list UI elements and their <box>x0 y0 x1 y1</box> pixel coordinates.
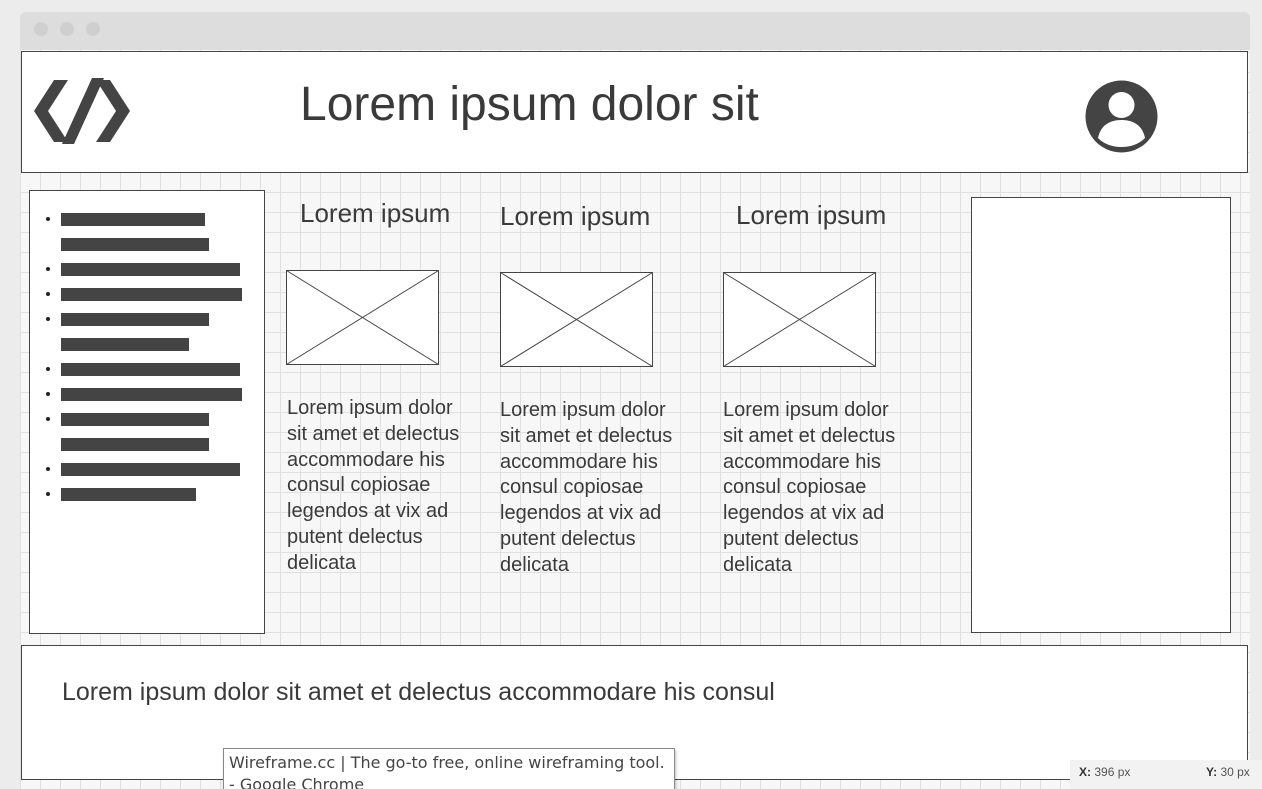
window-title-tooltip: Wireframe.cc | The go-to free, online wi… <box>223 748 675 789</box>
card-3-text: Lorem ipsum dolor sit amet et delectus a… <box>723 399 896 576</box>
text-placeholder-bar <box>61 313 209 326</box>
text-placeholder-bar <box>61 463 240 476</box>
text-placeholder-bar <box>61 413 209 426</box>
window-close-dot[interactable] <box>34 22 48 36</box>
card-2-text: Lorem ipsum dolor sit amet et delectus a… <box>500 399 673 576</box>
card-2-title: Lorem ipsum <box>500 201 651 231</box>
text-placeholder-bar <box>61 488 196 501</box>
bullet-icon <box>46 392 50 396</box>
window-maximize-dot[interactable] <box>86 22 100 36</box>
window-minimize-dot[interactable] <box>60 22 74 36</box>
card-2-image-placeholder <box>500 272 653 367</box>
x-value: 396 px <box>1094 765 1131 779</box>
text-placeholder-bar <box>61 288 242 301</box>
coordinate-bar <box>1070 760 1262 789</box>
bullet-icon <box>46 467 50 471</box>
y-label: Y: <box>1206 765 1218 779</box>
card-1-title: Lorem ipsum <box>300 198 451 228</box>
header-box[interactable] <box>21 51 1248 173</box>
text-placeholder-bar <box>61 338 189 351</box>
bullet-icon <box>46 217 50 221</box>
text-placeholder-bar <box>61 388 242 401</box>
page-title: Lorem ipsum dolor sit <box>300 78 759 131</box>
card-3-image-placeholder <box>723 272 876 367</box>
x-label: X: <box>1079 765 1091 779</box>
sidebar-box <box>29 190 265 634</box>
code-slash-icon <box>34 78 130 144</box>
bullet-icon <box>46 367 50 371</box>
x-coordinate-readout: X: 396 px <box>1079 765 1130 779</box>
text-placeholder-bar <box>61 363 240 376</box>
card-1-image-placeholder <box>286 270 439 365</box>
bullet-icon <box>46 317 50 321</box>
y-coordinate-readout: Y: 30 px <box>1206 765 1250 779</box>
text-placeholder-bar <box>61 438 209 451</box>
text-placeholder-bar <box>61 263 240 276</box>
bullet-icon <box>46 267 50 271</box>
text-placeholder-bar <box>61 238 209 251</box>
y-value: 30 px <box>1220 765 1250 779</box>
browser-titlebar <box>20 12 1250 50</box>
footer-text: Lorem ipsum dolor sit amet et delectus a… <box>62 678 775 706</box>
bullet-icon <box>46 417 50 421</box>
right-panel-box[interactable] <box>971 197 1231 633</box>
bullet-icon <box>46 492 50 496</box>
user-avatar-icon[interactable] <box>1085 80 1158 153</box>
card-3-title: Lorem ipsum <box>736 200 887 230</box>
bullet-icon <box>46 292 50 296</box>
text-placeholder-bar <box>61 213 205 226</box>
card-1-text: Lorem ipsum dolor sit amet et delectus a… <box>287 397 460 574</box>
